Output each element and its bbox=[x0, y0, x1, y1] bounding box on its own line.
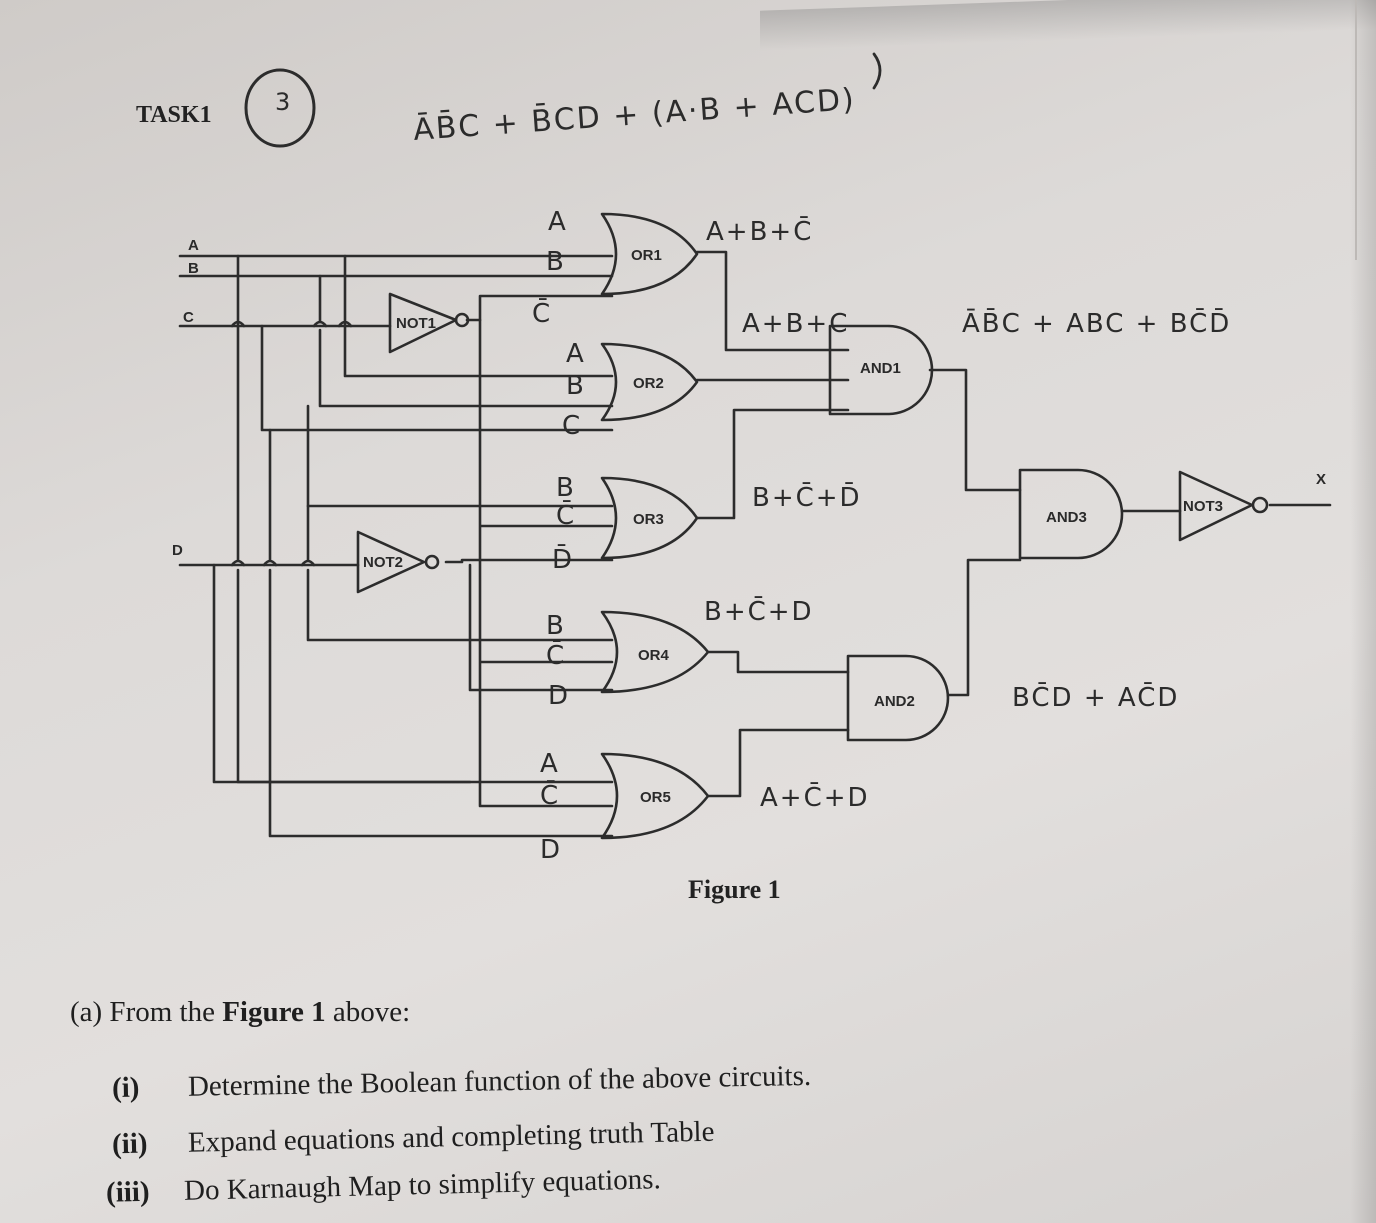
or5-label: OR5 bbox=[640, 789, 671, 806]
wire-or5-out bbox=[706, 728, 850, 798]
top-bracket bbox=[872, 52, 882, 90]
not1-label: NOT1 bbox=[396, 315, 436, 332]
figure-caption: Figure 1 bbox=[688, 875, 781, 904]
wire-cbar-bus bbox=[478, 318, 614, 808]
and1-label: AND1 bbox=[860, 360, 901, 377]
hand-or1-out: A+B+C̄ bbox=[706, 215, 813, 247]
not1-gate bbox=[388, 292, 458, 354]
hand-or4-a: B bbox=[546, 611, 566, 641]
or2-gate bbox=[600, 342, 699, 422]
hand-or2-c: C bbox=[562, 411, 582, 441]
question-intro-prefix: (a) From the bbox=[70, 996, 223, 1028]
not3-bubble bbox=[1251, 496, 1269, 514]
question-intro: (a) From the Figure 1 above: bbox=[70, 996, 410, 1029]
hand-and2-out: BC̄D + AC̄D bbox=[1012, 681, 1179, 713]
question-num: (i) bbox=[111, 1071, 140, 1105]
hand-or2-a: A bbox=[566, 339, 586, 369]
wire-or4-out bbox=[706, 650, 850, 674]
hand-or5-c: D bbox=[540, 835, 562, 865]
hand-or1-a: A bbox=[548, 207, 568, 237]
input-label-d: D bbox=[172, 542, 183, 559]
hand-or1-b: B bbox=[546, 247, 566, 277]
or1-label: OR1 bbox=[631, 247, 662, 264]
mark-circle bbox=[244, 68, 316, 148]
wire-c-drop2 bbox=[268, 428, 614, 838]
question-intro-suffix: above: bbox=[325, 996, 411, 1028]
hand-or3-a: B bbox=[556, 473, 576, 503]
sheet-edge bbox=[1355, 0, 1357, 260]
or2-label: OR2 bbox=[633, 375, 664, 392]
wire-not1-out bbox=[465, 294, 614, 322]
question-num: (ii) bbox=[111, 1127, 148, 1161]
wire-not2-out bbox=[444, 558, 614, 564]
hop-d1 bbox=[230, 559, 316, 567]
wire-or3-out bbox=[695, 408, 850, 520]
question-intro-bold: Figure 1 bbox=[222, 996, 326, 1028]
question-num: (iii) bbox=[105, 1175, 150, 1209]
hand-or5-out: A+C̄+D bbox=[760, 781, 870, 813]
hand-or5-b: C̄ bbox=[540, 779, 560, 811]
hand-or5-a: A bbox=[540, 749, 560, 779]
input-label-b: B bbox=[188, 260, 199, 277]
wire-d-drop bbox=[212, 563, 472, 784]
wire-c-drop1 bbox=[260, 324, 614, 432]
and3-label: AND3 bbox=[1046, 509, 1087, 526]
hand-or2-b: B bbox=[566, 371, 586, 401]
not3-gate bbox=[1178, 470, 1254, 542]
hand-or4-out: B+C̄+D bbox=[704, 595, 814, 627]
and2-gate bbox=[846, 654, 950, 742]
and3-gate bbox=[1018, 468, 1124, 560]
not1-bubble bbox=[454, 312, 470, 328]
not2-label: NOT2 bbox=[363, 554, 403, 571]
edge-shadow bbox=[1350, 0, 1376, 1223]
wire-or1-out bbox=[695, 250, 850, 352]
input-label-c: C bbox=[183, 309, 194, 326]
or4-label: OR4 bbox=[638, 647, 670, 664]
task-title: TASK1 bbox=[136, 102, 212, 128]
wire-and1-out bbox=[928, 368, 1022, 492]
wire-b-drop2 bbox=[306, 404, 614, 642]
wire-and2-out bbox=[946, 558, 1022, 697]
hand-or3-out: B+C̄+D̄ bbox=[752, 481, 862, 513]
or4-gate bbox=[600, 610, 710, 694]
hand-or3-b: C̄ bbox=[556, 499, 576, 531]
wire-a-drop1 bbox=[343, 254, 614, 378]
or3-gate bbox=[600, 476, 699, 560]
and2-label: AND2 bbox=[874, 693, 915, 710]
output-label-x: X bbox=[1316, 471, 1326, 488]
hand-or4-b: C̄ bbox=[546, 639, 566, 671]
hand-or3-c: D̄ bbox=[552, 543, 574, 575]
hand-and1-out: ĀB̄C + ABC + BC̄D̄ bbox=[962, 307, 1231, 339]
not3-label: NOT3 bbox=[1183, 498, 1223, 515]
top-expression: ĀB̄C + B̄CD + (A·B + ACD) bbox=[412, 81, 857, 148]
hand-or1-out-2: A+B+C bbox=[742, 309, 849, 339]
not2-bubble bbox=[424, 554, 440, 570]
or3-label: OR3 bbox=[633, 511, 664, 528]
task-mark: 3 bbox=[275, 88, 292, 116]
or1-gate bbox=[600, 212, 699, 296]
input-label-a: A bbox=[188, 237, 199, 254]
not2-gate bbox=[356, 530, 426, 594]
hand-or4-c: D bbox=[548, 681, 570, 711]
wire-b-drop1 bbox=[318, 274, 614, 408]
and1-gate bbox=[828, 324, 934, 416]
or5-gate bbox=[600, 752, 710, 840]
hand-or1-c: C̄ bbox=[532, 297, 552, 329]
hop-a1 bbox=[230, 320, 353, 328]
wire-d-to-or4 bbox=[468, 563, 614, 692]
